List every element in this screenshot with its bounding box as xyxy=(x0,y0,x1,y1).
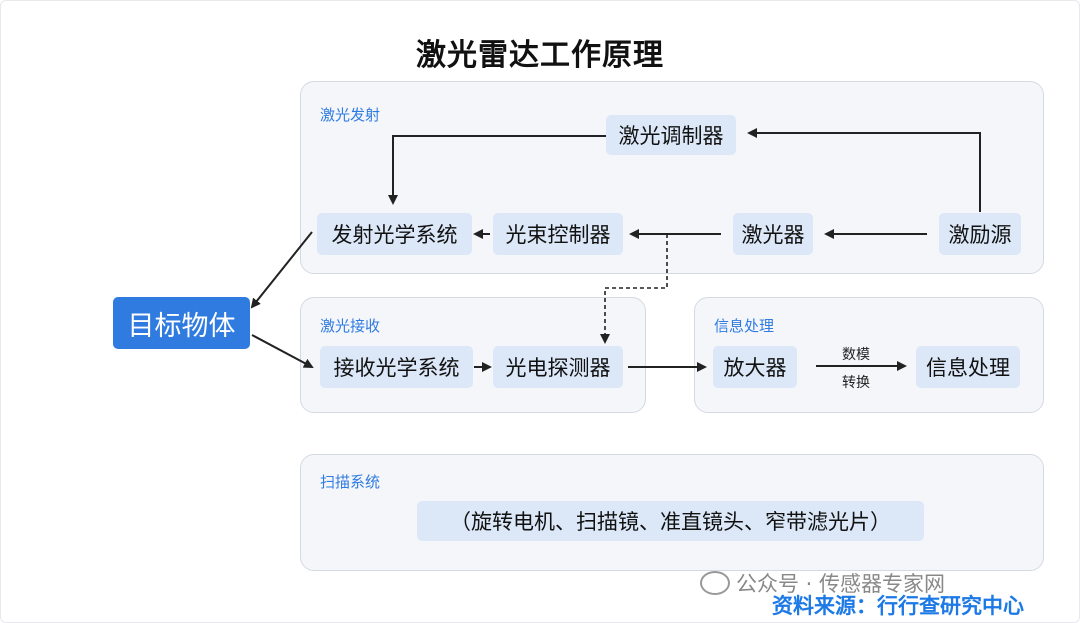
node-rx-optics: 接收光学系统 xyxy=(320,346,473,388)
node-scan-components: （旋转电机、扫描镜、准直镜头、窄带滤光片） xyxy=(417,501,924,541)
section-label-emit: 激光发射 xyxy=(320,106,381,124)
node-pump-source: 激励源 xyxy=(939,213,1021,255)
wechat-icon xyxy=(700,571,730,595)
node-target-object: 目标物体 xyxy=(113,297,250,349)
node-laser-modulator: 激光调制器 xyxy=(606,115,736,155)
conversion-label-line2: 转换 xyxy=(842,375,870,391)
arrow-modulator-to-tx-optics xyxy=(388,135,606,205)
section-label-receive: 激光接收 xyxy=(320,317,381,335)
node-beam-controller: 光束控制器 xyxy=(493,213,623,255)
arrow-pump-to-modulator xyxy=(747,128,981,212)
diagram-title: 激光雷达工作原理 xyxy=(416,38,664,73)
arrow-laser-to-detector-dashed xyxy=(600,234,668,344)
source-caption: 资料来源：行行查研究中心 xyxy=(772,594,1024,618)
section-label-process: 信息处理 xyxy=(714,317,775,335)
node-photodetector: 光电探测器 xyxy=(493,346,623,388)
arrow-tx-optics-to-target xyxy=(250,231,313,309)
node-info-processing: 信息处理 xyxy=(916,346,1020,388)
wechat-account-text: 公众号 · 传感器专家网 xyxy=(736,572,946,596)
node-tx-optics: 发射光学系统 xyxy=(317,213,472,255)
node-laser: 激光器 xyxy=(733,213,813,255)
conversion-label-line1: 数模 xyxy=(842,347,870,363)
wechat-watermark: 公众号 · 传感器专家网 xyxy=(700,568,945,598)
node-amplifier: 放大器 xyxy=(713,346,797,388)
section-label-scan: 扫描系统 xyxy=(320,473,381,491)
arrow-target-to-rx-optics xyxy=(251,334,314,368)
